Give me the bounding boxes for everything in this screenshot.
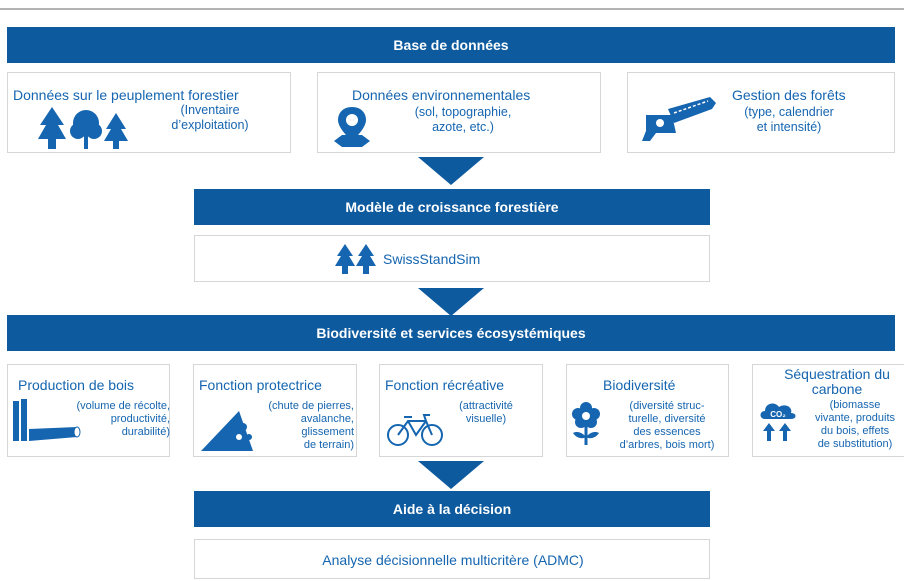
input-detail: (type, calendrier et intensité)	[744, 105, 834, 134]
service-box-protective-function: Fonction protectrice (chute de pierres, …	[193, 364, 357, 457]
rockfall-icon	[201, 411, 253, 451]
input-title: Données environnementales	[352, 87, 531, 103]
flow-arrow	[418, 461, 484, 489]
service-detail: (diversité struc- turelle, diversité des…	[619, 400, 715, 451]
input-box-stand-data: Données sur le peuplement forestier (Inv…	[7, 72, 291, 153]
input-box-forest-management: Gestion des forêts (type, calendrier et …	[627, 72, 895, 153]
service-detail: (chute de pierres, avalanche, glissement…	[268, 400, 354, 451]
decision-box: Analyse décisionnelle multicritère (ADMC…	[194, 539, 710, 579]
service-title: Fonction récréative	[385, 377, 505, 393]
trees-icon	[38, 107, 128, 149]
model-box: SwissStandSim	[194, 235, 710, 282]
input-detail: (sol, topographie, azote, etc.)	[414, 105, 512, 134]
input-detail: (Inventaire d’exploitation)	[171, 103, 249, 132]
chainsaw-icon	[642, 97, 716, 141]
service-detail: (biomasse vivante, produits du bois, eff…	[814, 399, 896, 450]
conifers-icon	[335, 244, 376, 274]
service-detail: (attractivité visuelle)	[459, 400, 513, 425]
services-bar: Biodiversité et services écosystémiques	[7, 315, 895, 351]
logs-icon	[13, 399, 81, 441]
service-box-biodiversity: Biodiversité (diversité struc- turelle, …	[566, 364, 729, 457]
decision-bar: Aide à la décision	[194, 491, 710, 527]
service-box-wood-production: Production de bois (volume de récolte, p…	[7, 364, 170, 457]
map-pin-icon	[334, 107, 370, 147]
service-box-carbon: Séquestration du carbone CO₂ (biomasse v…	[752, 364, 904, 457]
service-title: Séquestration du carbone	[784, 366, 890, 397]
input-title: Gestion des forêts	[732, 87, 846, 103]
service-title: Biodiversité	[603, 377, 676, 393]
input-title: Données sur le peuplement forestier	[13, 87, 239, 103]
flow-arrow	[418, 288, 484, 316]
service-box-recreation: Fonction récréative (attractivité visuel…	[379, 364, 543, 457]
input-box-environment-data: Données environnementales (sol, topograp…	[317, 72, 601, 153]
service-title: Production de bois	[18, 377, 134, 393]
service-detail: (volume de récolte, productivité, durabi…	[76, 400, 170, 438]
growth-model-bar: Modèle de croissance forestière	[194, 189, 710, 225]
service-title: Fonction protectrice	[199, 377, 322, 393]
flower-icon	[572, 402, 600, 445]
top-rule	[0, 8, 904, 10]
co2-icon: CO₂	[760, 403, 796, 441]
bicycle-icon	[387, 414, 443, 446]
model-name: SwissStandSim	[383, 251, 481, 267]
database-bar: Base de données	[7, 27, 895, 63]
flow-arrow	[418, 157, 484, 185]
svg-text:CO₂: CO₂	[770, 410, 786, 419]
decision-method: Analyse décisionnelle multicritère (ADMC…	[322, 552, 584, 568]
